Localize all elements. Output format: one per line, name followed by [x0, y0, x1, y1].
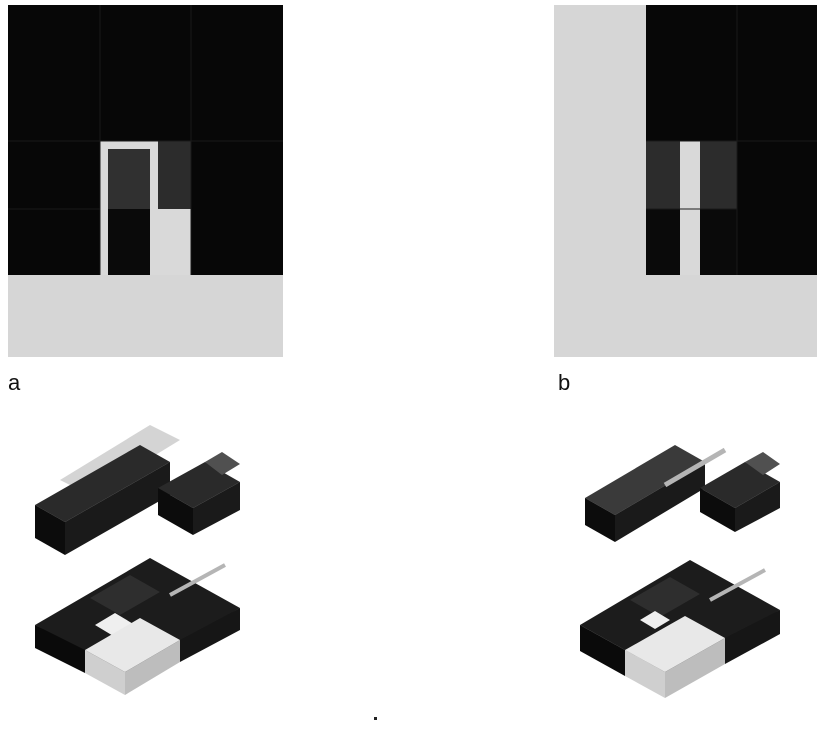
lower-side — [580, 625, 625, 676]
small-block-cap — [205, 452, 240, 475]
white-slab-side — [85, 650, 125, 695]
panel-label-b: b — [558, 370, 571, 395]
left-room — [646, 141, 680, 209]
small-block-top — [158, 462, 240, 508]
plan-view-b — [554, 5, 817, 357]
lower-left-room — [646, 209, 680, 275]
lower-front — [180, 608, 240, 662]
lower-front — [725, 610, 780, 664]
light-strip — [663, 447, 727, 488]
stray-dot — [374, 717, 377, 720]
small-block-top — [700, 462, 780, 508]
isometric-model-b — [580, 445, 780, 698]
lower-block-group — [35, 558, 240, 695]
plan-view-a — [8, 5, 283, 357]
upper-block-group — [585, 445, 780, 542]
upper-block-group — [35, 425, 240, 555]
small-block-side — [700, 488, 735, 532]
isometric-model-a — [35, 425, 240, 695]
block-side — [35, 505, 65, 555]
lower-block-group — [580, 560, 780, 698]
lower-right-room — [700, 209, 737, 275]
walkway-path — [680, 141, 700, 275]
lower-inner — [90, 575, 160, 615]
lower-top — [35, 558, 240, 675]
block-top — [35, 445, 170, 522]
small-block-cap — [745, 452, 780, 475]
block-front — [65, 462, 170, 555]
block-front — [615, 462, 705, 542]
small-block-side — [158, 488, 193, 535]
block-top — [585, 445, 705, 515]
white-slab-side — [625, 650, 665, 698]
right-room — [700, 141, 737, 209]
lower-opening — [640, 611, 670, 629]
small-block-front — [735, 482, 780, 532]
panel-label-a: a — [8, 370, 21, 395]
side-room — [158, 141, 191, 209]
light-strip — [169, 563, 226, 597]
light-strip — [709, 568, 766, 602]
block-side — [585, 498, 615, 542]
lower-side — [35, 625, 85, 673]
small-block-front — [193, 482, 240, 535]
lower-inner — [630, 577, 700, 617]
white-slab-top — [85, 618, 180, 672]
white-slab-front — [665, 638, 725, 698]
white-slab-front — [125, 640, 180, 695]
lower-room — [108, 209, 150, 275]
white-slab-top — [625, 616, 725, 672]
inner-room — [108, 149, 150, 209]
